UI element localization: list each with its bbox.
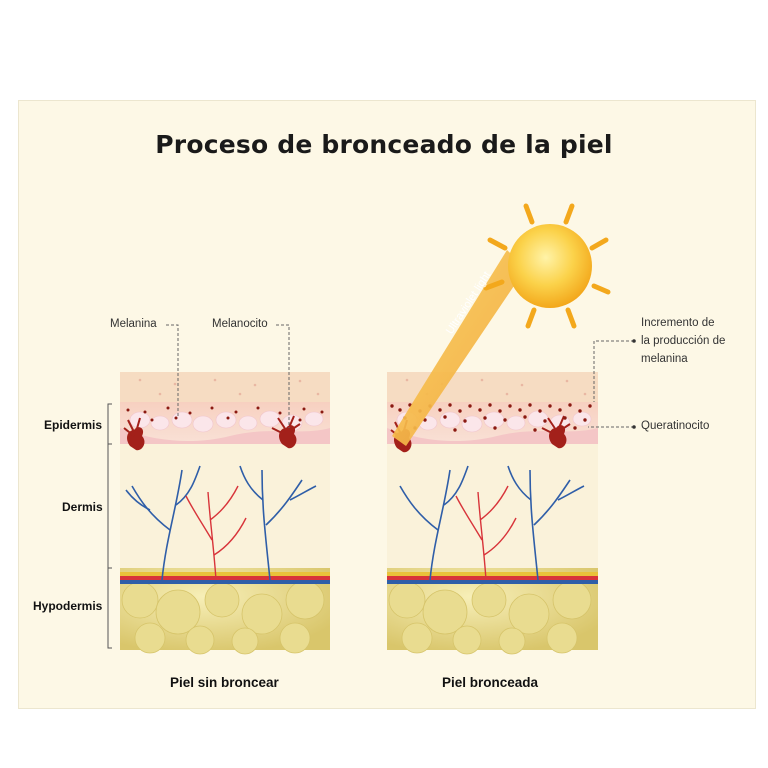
label-hypodermis: Hypodermis	[33, 599, 103, 613]
label-dermis: Dermis	[62, 500, 103, 514]
label-queratinocito: Queratinocito	[641, 420, 710, 432]
melanocyte-left	[123, 417, 145, 451]
caption-untanned: Piel sin broncear	[170, 675, 279, 690]
corneum-dots	[138, 378, 320, 396]
page-title: Proceso de bronceado de la piel	[155, 130, 613, 159]
label-epidermis: Epidermis	[44, 418, 103, 432]
label-melanina: Melanina	[110, 318, 157, 330]
artery-tree	[185, 485, 247, 581]
label-incremento-2: la producción de	[641, 335, 726, 347]
label-incremento-1: Incremento de	[641, 317, 715, 329]
yellow-band	[120, 572, 330, 576]
leader-lines	[166, 324, 634, 428]
vein-tree	[399, 465, 585, 581]
skin-block-tanned	[387, 372, 598, 655]
vein-band	[387, 580, 598, 584]
basement-wave	[120, 428, 330, 444]
melanocyte-right	[541, 415, 571, 449]
label-melanocito: Melanocito	[212, 318, 268, 330]
uv-beam	[392, 250, 526, 446]
artery-band	[387, 576, 598, 580]
melanocyte-right	[271, 415, 301, 449]
leader-dots	[632, 339, 636, 429]
artery-tree	[455, 485, 517, 581]
skin-block-untanned	[120, 372, 330, 655]
vein-tree	[125, 465, 317, 581]
layer-brackets	[107, 403, 112, 649]
fat-cells	[121, 580, 325, 655]
caption-tanned: Piel bronceada	[442, 675, 539, 690]
vein-band	[120, 580, 330, 584]
artery-band	[120, 576, 330, 580]
sun-icon	[483, 203, 611, 329]
basement-wave	[387, 428, 598, 444]
dermis-layer	[387, 444, 598, 570]
yellow-band	[387, 572, 598, 576]
fat-cells	[388, 580, 592, 655]
melanin-granules-untanned	[126, 406, 324, 422]
label-incremento-3: melanina	[641, 353, 688, 365]
stratum-corneum	[120, 372, 330, 404]
